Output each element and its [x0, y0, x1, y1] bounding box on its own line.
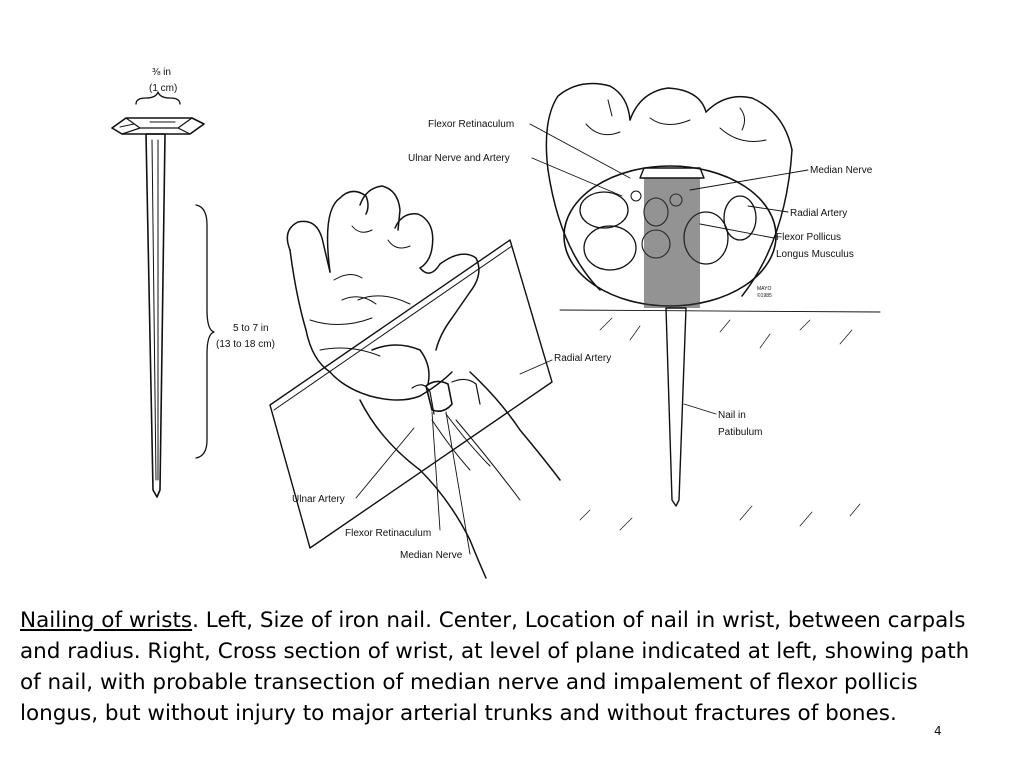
- caption-text: . Left, Size of iron nail. Center, Locat…: [20, 608, 970, 726]
- cs-radial-artery-label: Radial Artery: [790, 208, 847, 219]
- cross-section-plane: [269, 239, 553, 549]
- carpal-bone-2: [583, 225, 637, 271]
- carpal-bone-1: [579, 191, 629, 229]
- illustration-figure: ⅜ in (1 cm) 5 to 7 in (13 to 18 cm): [111, 67, 881, 579]
- nail-head-width-cm-label: (1 cm): [149, 83, 177, 94]
- center-radial-artery-label: Radial Artery: [554, 353, 611, 364]
- cs-median-nerve-label: Median Nerve: [810, 165, 873, 176]
- cs-flexor-pollicus-label-1: Flexor Pollicus: [776, 232, 841, 243]
- cross-section-drawing: Flexor Retinaculum Ulnar Nerve and Arter…: [408, 82, 881, 531]
- cs-ulnar-nerve-artery-label: Ulnar Nerve and Artery: [408, 153, 510, 164]
- nail-length-in-label: 5 to 7 in: [233, 323, 269, 334]
- mayo-mark-1: MAYO: [757, 286, 771, 292]
- mayo-mark-2: ©1985: [757, 292, 772, 299]
- nail-shaft: [145, 133, 166, 498]
- head-width-brace: [135, 91, 181, 105]
- cs-nail-in-label-1: Nail in: [718, 410, 746, 421]
- length-brace: [195, 204, 215, 459]
- cross-section-nail-head: [639, 167, 705, 179]
- slide-number: 4: [934, 724, 942, 738]
- caption-title: Nailing of wrists: [20, 608, 193, 633]
- figure-caption: Nailing of wrists. Left, Size of iron na…: [20, 605, 980, 729]
- iron-nail-drawing: ⅜ in (1 cm) 5 to 7 in (13 to 18 cm): [111, 67, 275, 498]
- nail-path-shading: [644, 178, 700, 308]
- cross-section-nail-shaft: [665, 307, 687, 507]
- nail-head-width-in-label: ⅜ in: [152, 67, 171, 78]
- nail-entry-site: [425, 380, 453, 412]
- center-flexor-retinaculum-label: Flexor Retinaculum: [345, 528, 431, 539]
- cs-flexor-pollicus-label-2: Longus Musculus: [776, 249, 854, 260]
- wrist-drawing: Radial Artery Ulnar Artery Flexor Retina…: [269, 185, 611, 579]
- center-ulnar-artery-label: Ulnar Artery: [292, 494, 345, 505]
- carpal-bone-4: [723, 195, 757, 241]
- nail-length-cm-label: (13 to 18 cm): [216, 339, 275, 350]
- cs-nail-in-label-2: Patibulum: [718, 427, 762, 438]
- cs-flexor-retinaculum-label: Flexor Retinaculum: [428, 119, 514, 130]
- center-median-nerve-label: Median Nerve: [400, 550, 463, 561]
